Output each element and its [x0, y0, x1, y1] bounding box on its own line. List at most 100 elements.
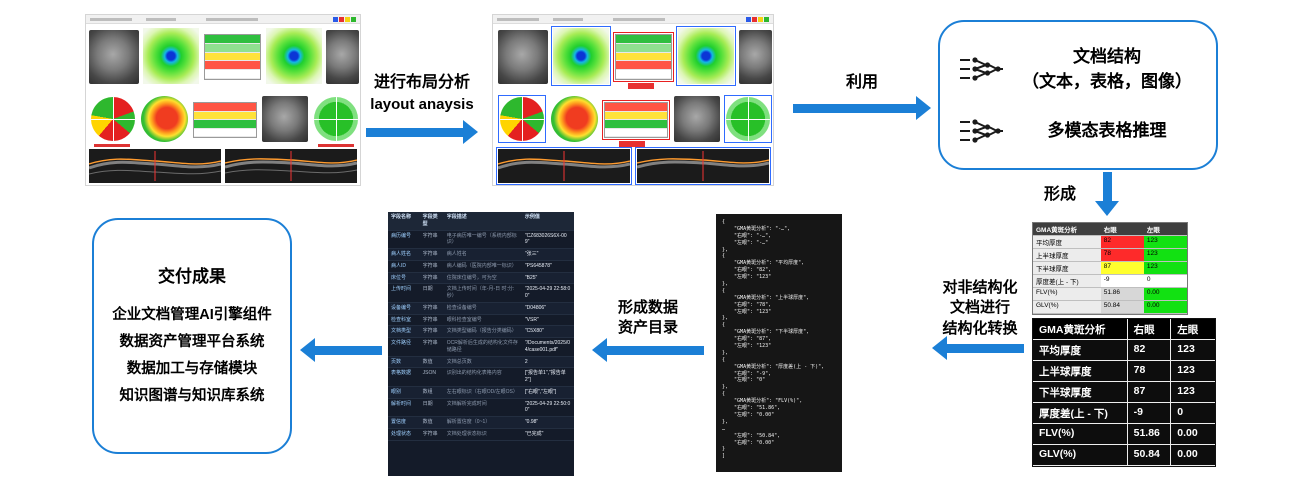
data-catalog-table: 字段名称 字段类型 字段描述 示例值 病历编号字符串电子病历唯一编号（系统内部标… [388, 212, 574, 476]
table-cell: 数值 [422, 419, 433, 425]
table-cell: 字符串 [422, 274, 438, 281]
fundus-image [89, 30, 139, 84]
table-cell: 文档上传时间（年-月-日 时:分:秒） [446, 286, 515, 299]
layout-bbox [496, 147, 632, 185]
list-item: 知识图谱与知识库系统 [119, 387, 265, 404]
report-screenshot-original [85, 14, 361, 186]
arrow-head-icon [463, 120, 478, 144]
arrow-label-layout-analysis-cn: 进行布局分析 [373, 74, 470, 91]
deviation-map [141, 96, 188, 142]
table-cell: 0.00 [1177, 448, 1198, 460]
table-cell: 日期 [422, 286, 433, 293]
color-swatch-icon [345, 17, 350, 22]
column-header: 字段类型 [422, 214, 438, 227]
table-cell: 病人姓名 [446, 251, 467, 257]
table-cell: 病人ID [391, 262, 407, 269]
catalog-table-body: 病历编号字符串电子病历唯一编号（系统内部标识）"CZ683026S6X-009"… [388, 231, 574, 441]
table-header-row: GMA黄斑分析 右眼 左眼 [1033, 319, 1215, 340]
deliverables-list: 企业文档管理AI引擎组件数据资产管理平台系统数据加工与存储模块知识图谱与知识库系… [112, 297, 272, 411]
table-title: GMA黄斑分析 [1033, 223, 1101, 235]
table-cell: "已完成" [524, 430, 544, 437]
table-cell: "0.98" [524, 419, 539, 425]
table-cell: FLV(%) [1033, 288, 1101, 300]
thickness-heatmap [143, 28, 199, 84]
table-cell: GLV(%) [1033, 445, 1128, 465]
sector-gauge [314, 97, 358, 141]
thickness-heatmap [678, 28, 734, 84]
toolbar-text-decor [206, 18, 258, 21]
mini-values-table [193, 102, 257, 138]
table-cell: 识别出的结构化表格内容 [446, 370, 502, 377]
table-cell: 页数 [391, 358, 402, 365]
table-cell: 123 [1177, 385, 1195, 397]
table-row: 病人姓名字符串病人姓名"张三" [388, 249, 574, 261]
column-header: 字段描述 [446, 214, 467, 220]
table-cell: 平均厚度 [1033, 340, 1128, 360]
table-cell: OCR解析后生成的结构化文件存储路径 [446, 340, 518, 353]
table-cell: 51.86 [1128, 424, 1172, 444]
deviation-map [551, 96, 598, 142]
document-structure-box: 文档结构 （文本，表格，图像） 多 [938, 20, 1218, 170]
table-cell: "VSR" [524, 316, 539, 323]
color-swatch-icon [333, 17, 338, 22]
table-cell: 检查科室 [391, 316, 412, 323]
table-cell: 78 [1128, 361, 1172, 381]
table-row: 检查科室字符串眼科检查室编号"VSR" [388, 315, 574, 327]
deliverables-box: 交付成果 企业文档管理AI引擎组件数据资产管理平台系统数据加工与存储模块知识图谱… [92, 218, 292, 454]
table-cell: 文档类型 [391, 328, 412, 335]
table-cell: 数组 [422, 388, 433, 395]
table-cell: 上半球厚度 [1033, 361, 1128, 381]
oct-bscan-image [637, 149, 769, 183]
arrow-label-layout-analysis-en: layout anaysis [370, 96, 474, 113]
neural-network-icon [958, 53, 1004, 85]
table-cell: "CZ683026S6X-009" [524, 232, 567, 246]
neural-network-icon [958, 115, 1004, 147]
color-swatch-icon [746, 17, 751, 22]
column-header: 右眼 [1127, 319, 1172, 339]
table-cell: 置信度 [391, 419, 407, 425]
arrow-label-structuring: 对非结构化 文档进行 结构化转换 [942, 279, 1018, 337]
column-header: 右眼 [1100, 223, 1144, 235]
arrow-label-form: 形成 [1043, 186, 1076, 203]
arrow-head-icon [932, 336, 947, 360]
multimodal-row: 多模态表格推理 [958, 115, 1198, 147]
report-toolbar [86, 15, 360, 24]
table-cell: ["右眼","左眼"] [524, 388, 557, 395]
table-cell: "D04806" [524, 304, 546, 311]
layout-bbox [635, 147, 771, 185]
table-cell: 住院床位编号，可为空 [446, 274, 497, 281]
table-cell: JSON [422, 370, 436, 377]
table-cell: 日期 [422, 400, 433, 407]
red-caption-decor [318, 144, 354, 147]
table-cell: 床位号 [391, 274, 407, 281]
table-cell: ["报告单1","报告单2"] [524, 370, 566, 383]
table-cell: 字符串 [422, 304, 438, 311]
table-cell: 下半球厚度 [1033, 382, 1128, 402]
table-cell: 82 [1128, 340, 1172, 360]
table-cell: 解析时间 [391, 400, 412, 407]
layout-bbox [676, 26, 736, 86]
table-cell: 病人编码（医院内部唯一标识） [446, 262, 517, 269]
report-toolbar [493, 15, 773, 24]
table-cell: 文档总页数 [446, 358, 472, 365]
arrow-label-data-catalog: 形成数据 资产目录 [617, 299, 678, 337]
table-cell: 病人姓名 [391, 251, 412, 257]
table-row: 解析时间日期文档解析完成时间"2025-04-29 22:50:00" [388, 399, 574, 417]
table-row: 床位号字符串住院床位编号，可为空"B25" [388, 272, 574, 285]
fundus-image [498, 30, 548, 84]
mini-values-table [204, 34, 261, 80]
table-cell: -9 [1128, 403, 1172, 423]
table-cell: 0 [1177, 406, 1184, 418]
table-cell: 字符串 [422, 340, 438, 346]
toolbar-text-decor [90, 18, 132, 21]
